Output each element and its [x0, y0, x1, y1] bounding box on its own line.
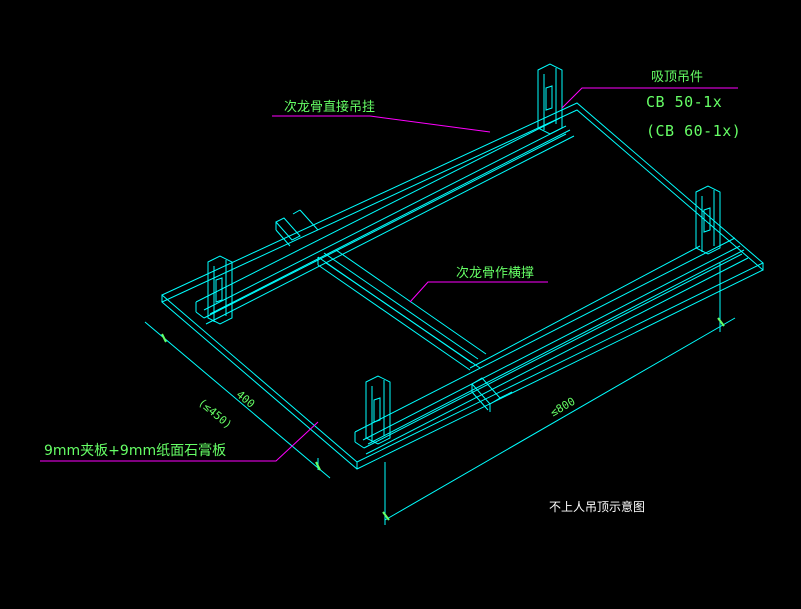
cross-brace-keel: [317, 249, 487, 371]
keel-connectors: [275, 209, 513, 412]
diagram-title: 不上人吊顶示意图: [549, 500, 646, 514]
ceiling-board: [161, 102, 764, 470]
ceiling-hanger-label: 吸顶吊件: [651, 70, 704, 85]
leader-lines: [40, 87, 738, 462]
front-keel-channel: [354, 237, 749, 455]
hanger-front-left: [365, 375, 391, 445]
secondary-keel-direct-label: 次龙骨直接吊挂: [284, 100, 376, 115]
dimension-ticks: [161, 317, 725, 521]
secondary-keel-brace-label: 次龙骨作横撑: [456, 266, 535, 281]
hanger-back-left: [207, 255, 233, 325]
hanger-front-right: [695, 185, 721, 255]
hanger-spec-primary: CB 50-1x: [646, 93, 723, 111]
rear-keel-channel: [195, 117, 575, 325]
hanger-back-right: [537, 63, 563, 135]
board-spec-label: 9mm夹板+9mm纸面石膏板: [44, 443, 227, 459]
hanger-spec-alternate: (CB 60-1x): [646, 122, 742, 140]
